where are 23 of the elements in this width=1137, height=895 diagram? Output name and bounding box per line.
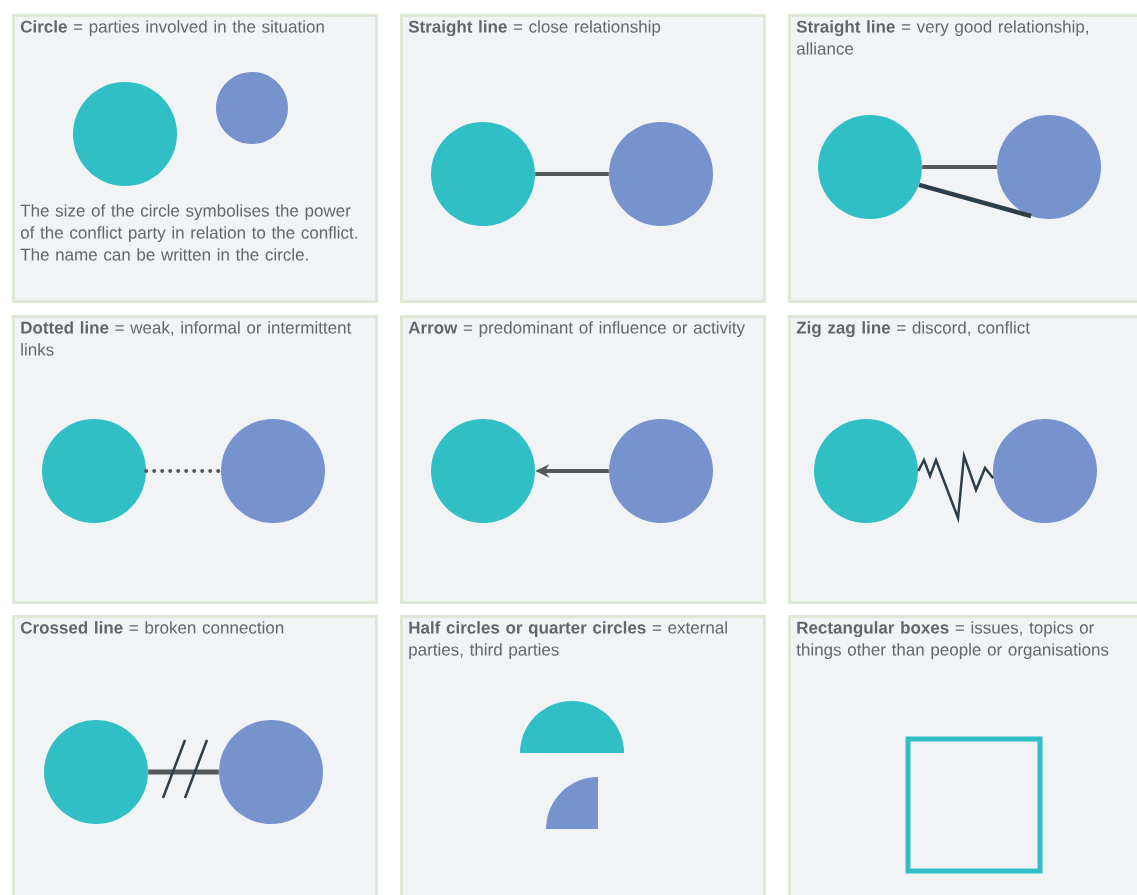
connector-line [922,165,997,169]
circle [609,419,713,523]
legend-panel: Half circles or quarter circles = external parties, third parties [400,615,766,895]
circle [431,419,535,523]
circle [818,115,922,219]
rectangle-box [905,736,1043,874]
zigzag-line [917,450,995,524]
circle [997,115,1101,219]
crossed-line [148,739,219,799]
circle [42,419,146,523]
connector-line [535,172,609,176]
circle [44,720,148,824]
dotted-line [144,469,223,473]
circle [609,122,713,226]
connector-line [918,182,1032,219]
circle [73,82,177,186]
circle [993,419,1097,523]
circle [216,72,288,144]
circle [221,419,325,523]
circle [431,122,535,226]
legend-panel: Rectangular boxes = issues, topics or things other than people or organisations [788,615,1137,895]
circle [219,720,323,824]
circle [814,419,918,523]
